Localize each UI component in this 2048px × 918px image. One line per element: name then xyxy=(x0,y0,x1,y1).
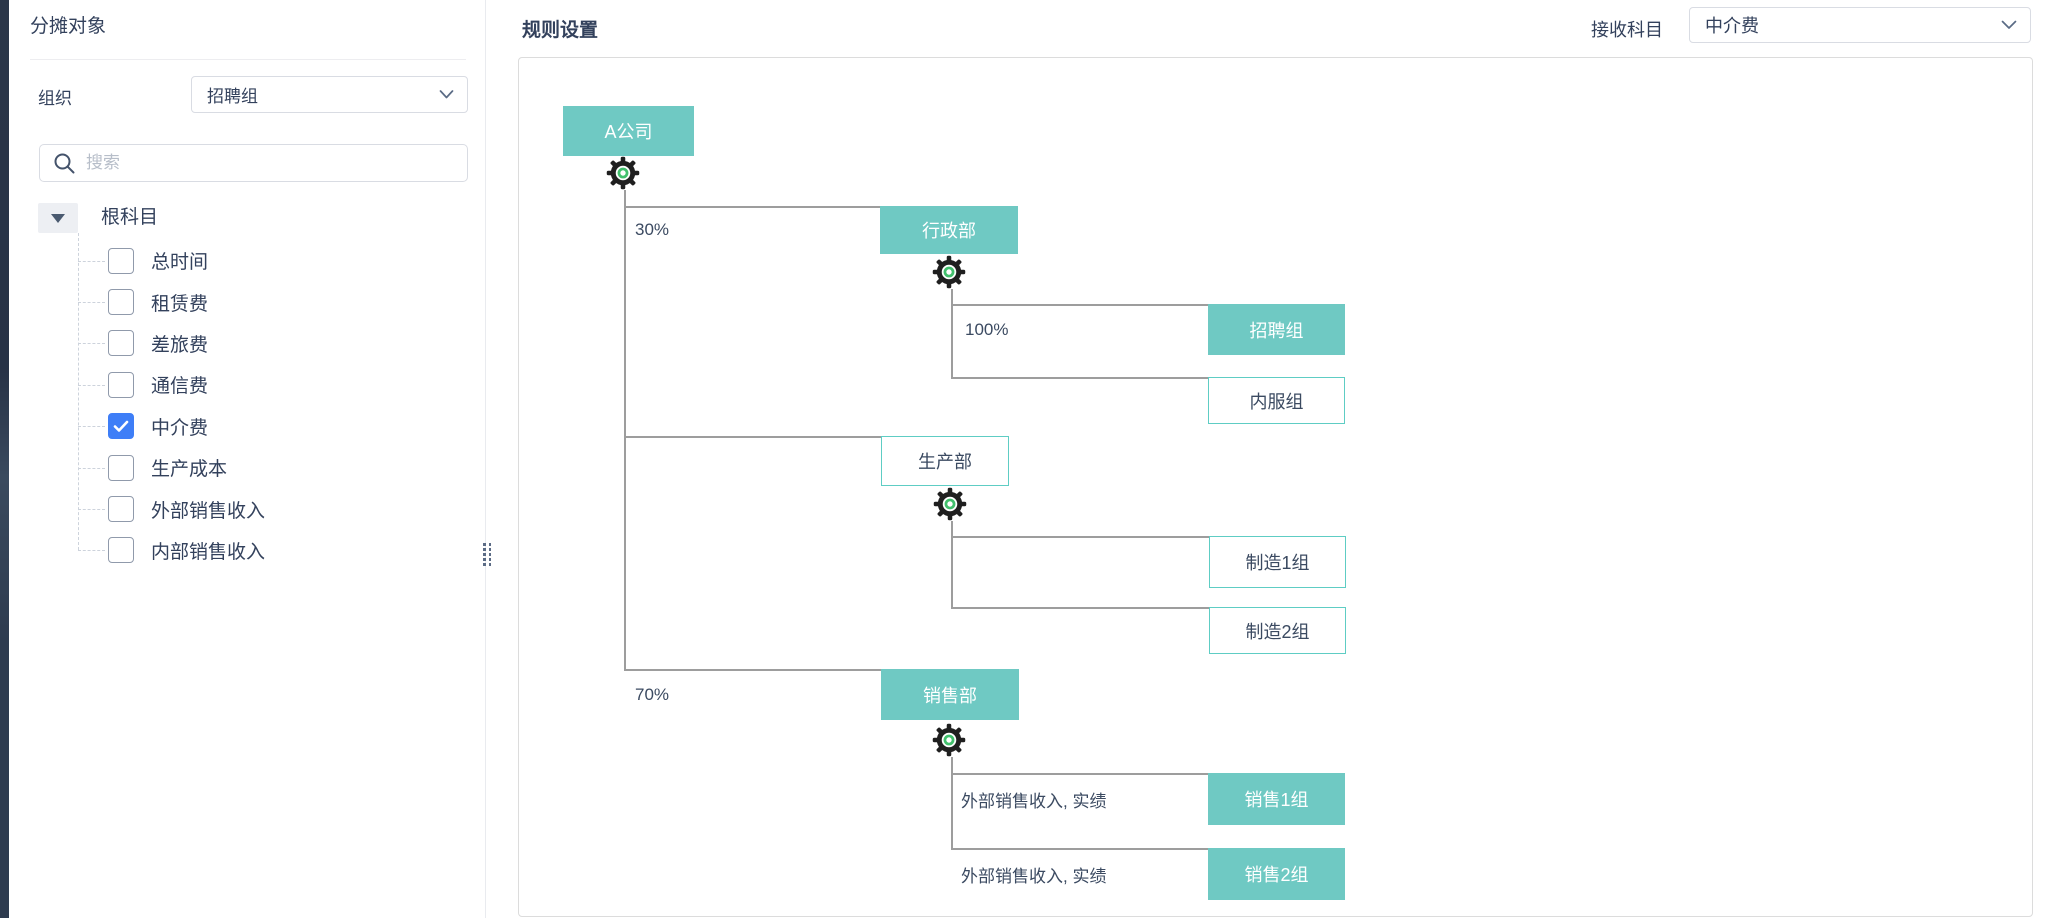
connector-line xyxy=(951,377,1208,379)
connector-line xyxy=(951,757,953,848)
allocation-rule-label: 外部销售收入, 实绩 xyxy=(961,866,1107,886)
tree-item-label: 生产成本 xyxy=(151,459,228,481)
connector-line xyxy=(951,289,953,377)
checked-checkbox[interactable] xyxy=(108,413,134,440)
org-node-sales[interactable]: 销售部 xyxy=(881,669,1019,720)
connector-line xyxy=(624,190,626,669)
tree-connector-stub xyxy=(78,343,105,345)
checkbox[interactable] xyxy=(108,330,134,357)
allocation-rule-label: 70% xyxy=(635,684,670,704)
tree-item[interactable]: 外部销售收入 xyxy=(9,488,477,529)
tree-item[interactable]: 差旅费 xyxy=(9,323,477,364)
tree-children: 总时间租赁费差旅费通信费中介费生产成本外部销售收入内部销售收入 xyxy=(9,233,477,571)
tree-item[interactable]: 租赁费 xyxy=(9,281,477,322)
connector-line xyxy=(624,669,881,671)
panel-title: 规则设置 xyxy=(522,20,599,41)
search-input[interactable] xyxy=(86,153,467,173)
receive-subject-label: 接收科目 xyxy=(1591,20,1663,40)
gear-settings-icon[interactable] xyxy=(606,156,640,190)
org-node-recruit[interactable]: 招聘组 xyxy=(1208,304,1345,355)
gear-settings-icon[interactable] xyxy=(932,255,966,289)
tree-item-label: 内部销售收入 xyxy=(151,541,266,563)
tree-item[interactable]: 中介费 xyxy=(9,406,477,447)
subject-tree: 根科目 总时间租赁费差旅费通信费中介费生产成本外部销售收入内部销售收入 xyxy=(9,203,477,571)
checkbox[interactable] xyxy=(108,371,134,398)
tree-item[interactable]: 内部销售收入 xyxy=(9,530,477,571)
connector-line xyxy=(951,607,1209,609)
tree-item-label: 租赁费 xyxy=(151,293,209,315)
search-field[interactable] xyxy=(39,144,468,182)
checkbox[interactable] xyxy=(108,247,134,274)
search-icon xyxy=(54,153,75,173)
org-node-sales1[interactable]: 销售1组 xyxy=(1208,773,1345,825)
gear-settings-icon[interactable] xyxy=(933,487,967,521)
connector-line xyxy=(951,848,1208,850)
tree-root-label: 根科目 xyxy=(101,207,159,228)
tree-item-label: 总时间 xyxy=(151,252,209,274)
divider xyxy=(30,59,466,60)
tree-item[interactable]: 生产成本 xyxy=(9,447,477,488)
collapsed-nav-rail xyxy=(0,0,9,918)
checkbox[interactable] xyxy=(108,289,134,316)
tree-connector-line xyxy=(78,233,79,550)
tree-item[interactable]: 通信费 xyxy=(9,364,477,405)
rule-canvas: A公司行政部 30% 招聘组 100% 内服组生产部制造1组制造2组销售部 70% 销售1组… xyxy=(518,57,2033,917)
check-icon xyxy=(113,420,129,432)
sidebar-title: 分摊对象 xyxy=(30,16,107,37)
connector-line xyxy=(624,436,881,438)
org-node-internal[interactable]: 内服组 xyxy=(1208,377,1345,424)
tree-expand-toggle[interactable] xyxy=(38,203,78,233)
org-node-sales2[interactable]: 销售2组 xyxy=(1208,848,1345,900)
org-node-admin[interactable]: 行政部 xyxy=(880,206,1018,254)
chevron-down-icon xyxy=(2001,20,2017,30)
tree-connector-stub xyxy=(78,260,105,262)
connector-line xyxy=(951,773,1208,775)
tree-item-label: 通信费 xyxy=(151,376,209,398)
allocation-rule-label: 外部销售收入, 实绩 xyxy=(961,791,1107,811)
org-select[interactable]: 招聘组 xyxy=(191,76,468,113)
org-node-company[interactable]: A公司 xyxy=(563,106,694,156)
tree-connector-stub xyxy=(78,384,105,386)
allocation-sidebar: 分摊对象 组织 招聘组 根科目 总时间租赁费差旅费通信费中介费生产成本外部销售收… xyxy=(9,0,486,918)
tree-connector-stub xyxy=(78,426,105,428)
tree-connector-stub xyxy=(78,509,105,511)
tree-connector-stub xyxy=(78,302,105,304)
tree-root-row[interactable]: 根科目 xyxy=(9,203,477,233)
checkbox[interactable] xyxy=(108,537,134,564)
tree-connector-stub xyxy=(78,550,105,552)
tree-item-label: 外部销售收入 xyxy=(151,500,266,522)
org-node-production[interactable]: 生产部 xyxy=(881,436,1009,486)
checkbox[interactable] xyxy=(108,496,134,523)
org-label: 组织 xyxy=(38,89,72,108)
tree-item-label: 差旅费 xyxy=(151,334,209,356)
org-node-mfg1[interactable]: 制造1组 xyxy=(1209,536,1346,588)
caret-down-icon xyxy=(51,213,65,223)
checkbox[interactable] xyxy=(108,454,134,481)
org-select-value: 招聘组 xyxy=(207,87,258,106)
chevron-down-icon xyxy=(439,90,454,99)
connector-line xyxy=(951,521,953,607)
connector-line xyxy=(624,206,880,208)
connector-line xyxy=(951,536,1209,538)
gear-settings-icon[interactable] xyxy=(932,723,966,757)
tree-connector-stub xyxy=(78,467,105,469)
tree-item-label: 中介费 xyxy=(151,417,209,439)
receive-subject-select[interactable]: 中介费 xyxy=(1689,7,2031,43)
receive-subject-value: 中介费 xyxy=(1705,16,1759,36)
org-node-mfg2[interactable]: 制造2组 xyxy=(1209,607,1346,654)
panel-resize-handle[interactable] xyxy=(483,543,491,568)
allocation-rule-label: 30% xyxy=(635,220,670,239)
tree-item[interactable]: 总时间 xyxy=(9,240,477,281)
allocation-rule-label: 100% xyxy=(965,319,1009,339)
connector-line xyxy=(951,304,1208,306)
